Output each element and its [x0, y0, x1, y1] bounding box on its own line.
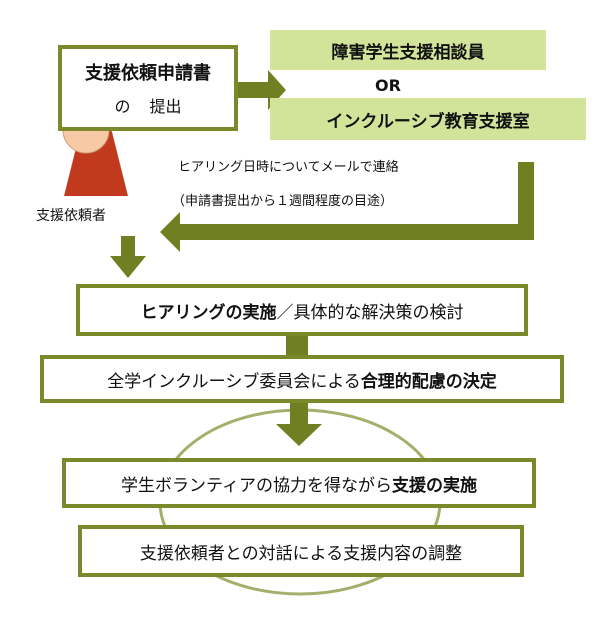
- step-decision-normal: 全学インクルーシブ委員会による: [107, 371, 361, 392]
- request-title: 支援依頼申請書: [85, 63, 211, 84]
- step-support-box: 学生ボランティアの協力を得ながら 支援の実施: [62, 458, 536, 508]
- request-action-line: の 提出: [62, 93, 234, 117]
- responder-or: OR: [375, 76, 401, 95]
- responder-box-office: インクルーシブ教育支援室: [270, 98, 586, 140]
- responder-box-counselor: 障害学生支援相談員: [270, 30, 546, 70]
- responder-counselor: 障害学生支援相談員: [331, 42, 485, 63]
- step-support-bold: 支援の実施: [391, 475, 477, 496]
- request-action: 提出: [149, 97, 182, 116]
- request-box: 支援依頼申請書 の 提出: [58, 45, 238, 131]
- requester-label: 支援依頼者: [36, 208, 106, 224]
- step-dialogue-text: 支援依頼者との対話による支援内容の調整: [139, 543, 463, 564]
- step-decision-box: 全学インクルーシブ委員会による 合理的配慮の決定: [40, 355, 564, 403]
- connector-hearing-decision: [286, 336, 308, 358]
- arrow-to-support: [276, 400, 322, 446]
- step-decision-bold: 合理的配慮の決定: [360, 371, 497, 392]
- step-hearing-normal: ／具体的な解決策の検討: [276, 302, 464, 323]
- step-dialogue-box: 支援依頼者との対話による支援内容の調整: [78, 525, 524, 577]
- contact-note-line2: （申請書提出から１週間程度の目途）: [172, 194, 394, 209]
- contact-note-line1: ヒアリング日時についてメールで連絡: [178, 160, 399, 175]
- arrow-to-hearing: [110, 236, 146, 278]
- request-particle: の: [114, 97, 131, 116]
- responder-office: インクルーシブ教育支援室: [326, 111, 530, 132]
- arrow-return-to-requester: [160, 162, 534, 252]
- step-hearing-box: ヒアリングの実施 ／具体的な解決策の検討: [76, 284, 528, 336]
- step-hearing-bold: ヒアリングの実施: [140, 302, 277, 323]
- step-support-normal: 学生ボランティアの協力を得ながら: [121, 475, 392, 496]
